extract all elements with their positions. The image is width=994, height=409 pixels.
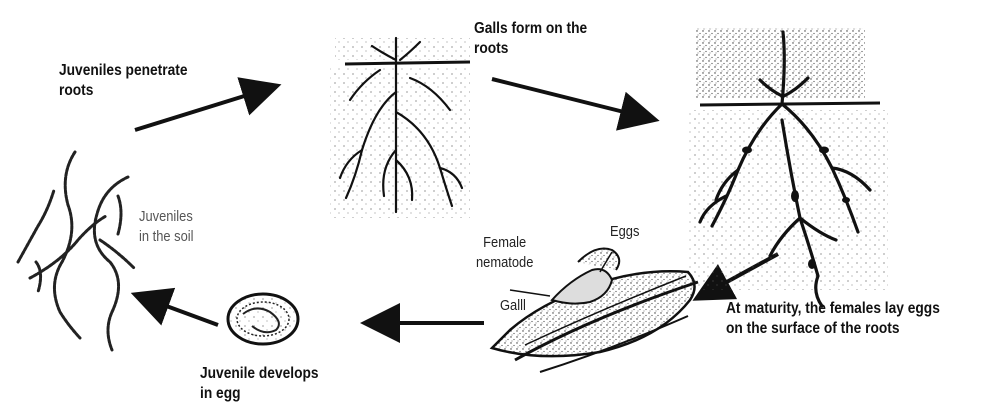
label-galls-form: Galls form on the roots — [474, 19, 587, 59]
label-female-nematode: Female nematode — [476, 233, 533, 273]
label-eggs-text: Eggs — [610, 223, 639, 240]
label-gall-text: Galll — [500, 297, 526, 314]
label-gall: Galll — [500, 296, 526, 316]
label-juveniles-penetrate: Juveniles penetrate roots — [59, 61, 187, 101]
label-female-nematode-text: Female nematode — [476, 233, 533, 273]
arrow-galls — [492, 79, 648, 118]
egg-cell-icon — [228, 294, 298, 344]
label-juveniles-penetrate-text: Juveniles penetrate roots — [59, 61, 187, 101]
label-at-maturity: At maturity, the females lay eggs on the… — [726, 299, 940, 339]
galled-roots-icon — [688, 28, 888, 306]
nematode-worms-icon — [18, 152, 134, 350]
label-eggs: Eggs — [610, 222, 639, 242]
young-roots-icon — [330, 38, 470, 218]
label-juvenile-develops-text: Juvenile develops in egg — [200, 364, 319, 404]
arrow-to-soil — [142, 297, 218, 325]
label-galls-form-text: Galls form on the roots — [474, 19, 587, 59]
label-juveniles-soil: Juveniles in the soil — [139, 207, 194, 247]
label-at-maturity-text: At maturity, the females lay eggs on the… — [726, 299, 940, 339]
label-juveniles-soil-text: Juveniles in the soil — [139, 207, 194, 247]
label-juvenile-develops: Juvenile develops in egg — [200, 364, 319, 404]
